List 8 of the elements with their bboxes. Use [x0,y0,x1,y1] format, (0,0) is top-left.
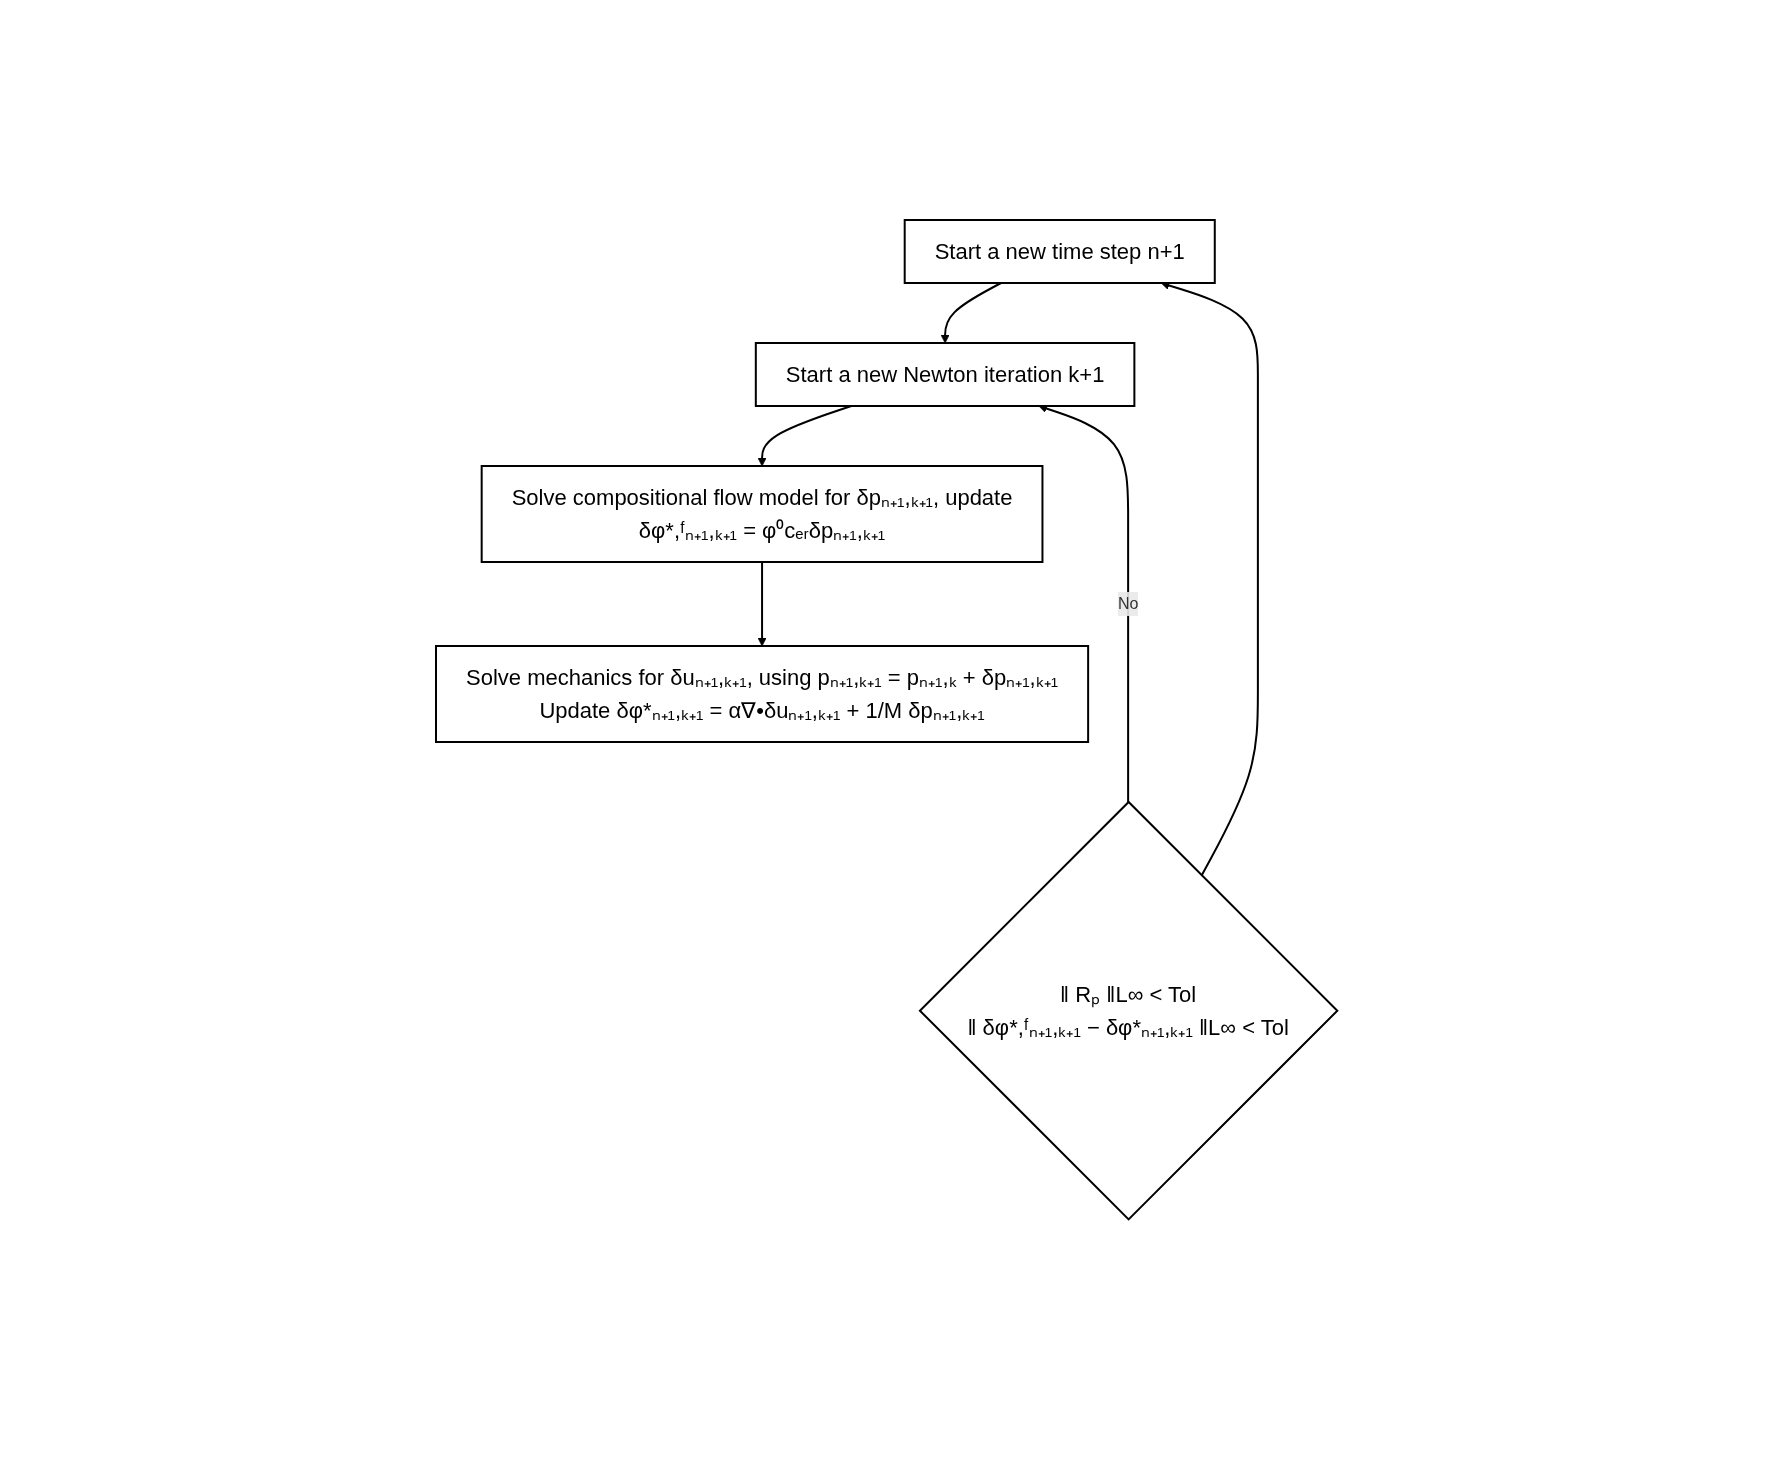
edge-label: No [1118,595,1139,613]
node-box: Start a new time step n+1 [904,219,1217,285]
node-diamond: ‖ Rₚ ‖L∞ < Tol ‖ δφ*,ᶠₙ₊₁,ₖ₊₁ − δφ*ₙ₊₁,ₖ₊₁ ‖L∞ < Tol [918,800,1340,1222]
arrow [941,282,1003,344]
node-box: Solve compositional flow model for δpₙ₊₁,ₖ₊₁, update δφ*,ᶠₙ₊₁,ₖ₊₁ = φ⁰cₑᵣδpₙ₊₁,ₖ₊₁ [481,465,1044,564]
node-box: Start a new Newton iteration k+1 [755,342,1136,408]
node-box: Solve mechanics for δuₙ₊₁,ₖ₊₁, using pₙ₊₁,ₖ₊₁ = pₙ₊₁,ₖ + δpₙ₊₁,ₖ₊₁ Update δφ*ₙ₊₁,ₖ₊₁ = α∇•δuₙ₊₁,ₖ₊₁ + 1/M δpₙ₊₁,ₖ₊₁ [435,645,1090,744]
arrow [758,561,767,647]
